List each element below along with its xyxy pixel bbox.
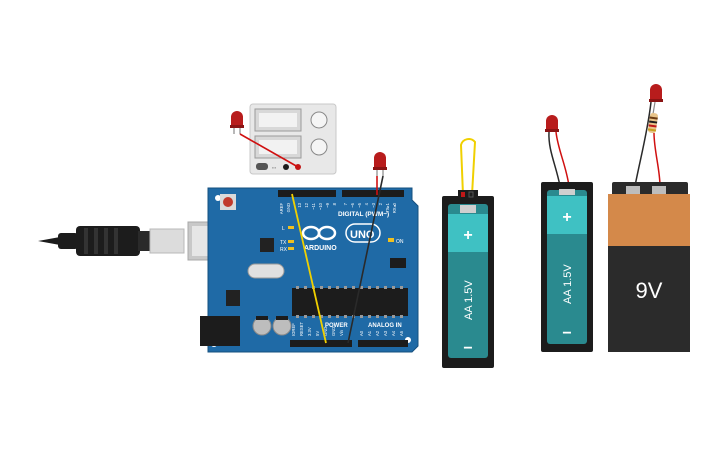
9v-battery[interactable]: 9V [608, 182, 690, 352]
voltage-knob[interactable] [310, 111, 328, 129]
pin-label: RX◂0 [392, 202, 397, 213]
pin-label: ~3 [371, 202, 376, 207]
aa2-label: AA 1.5V [562, 264, 574, 304]
analog-label: ANALOG IN [368, 323, 402, 329]
atmega-chip [292, 288, 408, 316]
on-label: ON [396, 239, 404, 245]
pin-label: AREF [279, 203, 284, 215]
rx-label: RX [280, 247, 288, 253]
wire-yellow[interactable] [291, 193, 327, 344]
barrel-jack [200, 316, 240, 346]
pin-label: 5V [315, 331, 320, 336]
pin-label: ~5 [357, 202, 362, 207]
pin-label: A0 [359, 330, 364, 336]
pin-label: 2 [378, 202, 383, 205]
led-4[interactable] [649, 84, 663, 102]
pin-label: GND [323, 327, 328, 336]
wire-black-led2[interactable] [347, 175, 384, 344]
wire-black-aa2[interactable] [548, 131, 561, 187]
pin-label: RESET [299, 322, 304, 336]
pin-label: A2 [375, 330, 380, 336]
l-label: L [282, 226, 285, 232]
arduino-logo-text: ARDUINO [304, 245, 337, 252]
digital-header-left[interactable] [278, 190, 336, 197]
current-knob[interactable] [310, 138, 328, 156]
pin-label: A1 [367, 330, 372, 336]
pin-label: 3.3V [307, 327, 312, 336]
led-3[interactable] [545, 115, 559, 132]
arduino-uno[interactable]: DIGITAL (PWM~) ARDUINO UNO ON L TX RX PO… [200, 187, 419, 353]
pin-label: Vin [339, 329, 344, 336]
wire-yellow-loop[interactable] [459, 138, 477, 196]
pin-label: ~6 [350, 202, 355, 207]
wire-red-led1[interactable] [234, 133, 299, 168]
tx-label: TX [280, 240, 287, 246]
power-label: POWER [325, 323, 348, 329]
arduino-logo-icon [301, 225, 337, 241]
led-2[interactable] [373, 152, 387, 176]
pin-label: GND [286, 203, 291, 212]
aa1-minus: − [463, 340, 472, 357]
aa1-plus: + [463, 227, 472, 244]
uno-text: UNO [350, 229, 375, 241]
pin-label: IOREF [291, 323, 296, 336]
aa-battery-1[interactable]: + AA 1.5V − [442, 190, 494, 368]
pin-label: GND [331, 327, 336, 336]
pin-label: 13 [297, 202, 302, 207]
analog-header[interactable] [358, 340, 408, 347]
pin-label: 4 [364, 202, 369, 205]
aa1-label: AA 1.5V [463, 280, 475, 320]
aa-battery-2[interactable]: + AA 1.5V − [541, 182, 593, 352]
pin-label: 12 [304, 202, 309, 207]
pin-label: A4 [391, 330, 396, 336]
svg-text:▪▪▪: ▪▪▪ [272, 165, 277, 170]
wire-red-9v[interactable] [653, 132, 661, 187]
aa2-plus: + [562, 209, 571, 226]
9v-label: 9V [636, 278, 663, 303]
pin-label: TX▸1 [385, 202, 390, 212]
wire-black-9v[interactable] [634, 101, 652, 187]
digital-label: DIGITAL (PWM~) [338, 211, 389, 218]
power-header[interactable] [290, 340, 352, 347]
pin-label: ~11 [311, 202, 316, 209]
wire-red-aa2[interactable] [555, 131, 570, 187]
pin-label: 8 [332, 202, 337, 205]
pin-label: ~9 [325, 202, 330, 207]
pin-label: ~10 [318, 202, 323, 210]
pin-label: A3 [383, 330, 388, 336]
aa2-minus: − [562, 325, 571, 342]
digital-header-right[interactable] [342, 190, 404, 197]
pin-label: A5 [399, 330, 404, 336]
resistor[interactable] [647, 101, 659, 134]
pin-label: 7 [343, 202, 348, 205]
power-supply[interactable]: ▪▪▪ [249, 103, 337, 175]
led-1[interactable] [230, 111, 244, 134]
